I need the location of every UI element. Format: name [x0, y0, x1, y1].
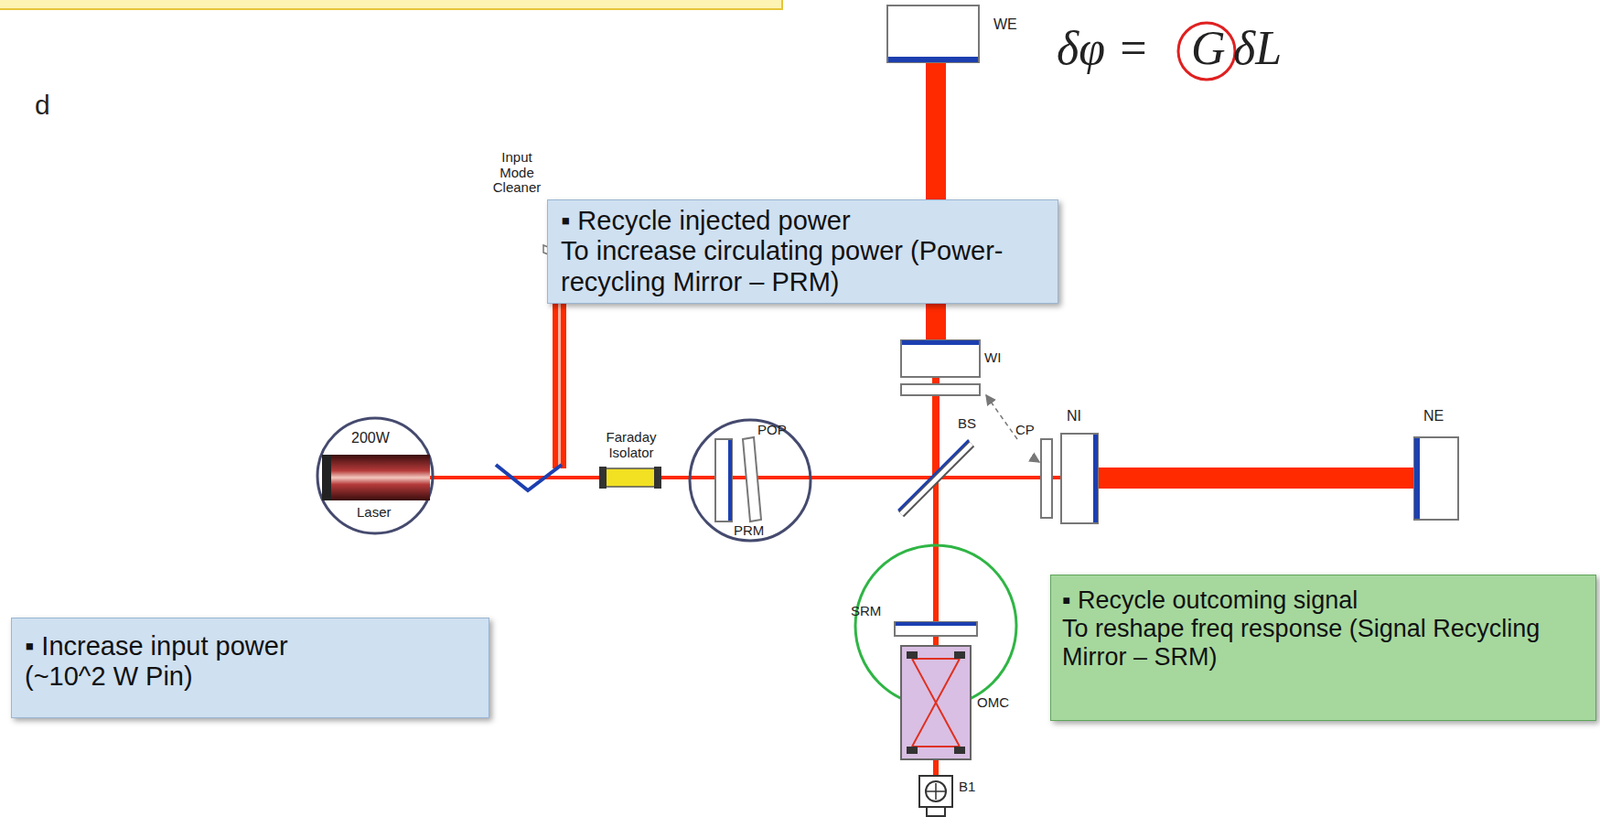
- part-label: NE: [1423, 408, 1444, 425]
- part-label: BS: [957, 416, 977, 432]
- laser-symbol: [322, 454, 332, 501]
- part-label: WE: [993, 16, 1018, 33]
- callout-box: ▪ Recycle outcoming signalTo reshape fre…: [1050, 574, 1597, 721]
- formula: δL: [1233, 21, 1282, 75]
- part-label: POP: [757, 422, 787, 439]
- prm-mirror: [715, 439, 732, 522]
- part-label: Faraday Isolator: [585, 429, 677, 461]
- steering-mirror: [495, 464, 562, 491]
- srm-mirror: [894, 622, 978, 636]
- formula: δφ =: [1056, 21, 1149, 75]
- mirror-coating: [902, 340, 979, 345]
- faraday-isolator: [603, 468, 657, 487]
- omc-mirror: [954, 746, 966, 754]
- highlight-circle: [317, 418, 433, 534]
- photodiode: [925, 783, 946, 800]
- omc-mirror: [954, 651, 966, 659]
- callout-body: To increase circulating power (Power-rec…: [560, 236, 1045, 298]
- leader-line: [1031, 457, 1040, 462]
- part-label: PRM: [733, 523, 764, 539]
- callout-heading: ▪ Recycle injected power: [560, 205, 1045, 237]
- part-label: NI: [1066, 408, 1082, 425]
- part-label: B1: [958, 779, 976, 795]
- cropped-text: d: [34, 89, 51, 120]
- input-mirror: [1061, 433, 1098, 524]
- input-mirror: [901, 340, 980, 377]
- part-label: Input Mode Cleaner: [484, 150, 549, 196]
- laser-symbol: [329, 454, 430, 501]
- end-mirror: [1414, 437, 1459, 520]
- callout-body: (~10^2 W Pin): [24, 661, 476, 692]
- mirror-coating: [728, 440, 732, 521]
- faraday-isolator: [599, 466, 607, 489]
- compensation-plate: [1041, 439, 1053, 518]
- part-label: OMC: [977, 695, 1010, 711]
- omc-beam-path: [912, 658, 960, 747]
- mirror-coating: [1414, 438, 1420, 519]
- callout-box: ▪ Recycle injected powerTo increase circ…: [547, 199, 1059, 304]
- note-band: [0, 0, 783, 10]
- callout-heading: ▪ Increase input power: [24, 631, 476, 662]
- part-label: WI: [984, 350, 1001, 366]
- photodiode: [925, 781, 946, 802]
- mirror-coating: [888, 56, 978, 63]
- callout-box: ▪ Increase input power(~10^2 W Pin): [10, 617, 490, 719]
- part-label: 200W: [351, 429, 390, 447]
- mirror-coating: [898, 440, 969, 511]
- part-label: CP: [1015, 422, 1035, 439]
- omc-mirror: [906, 746, 918, 754]
- leader-line: [986, 395, 1018, 440]
- callout-heading: ▪ Recycle outcoming signal: [1062, 586, 1585, 615]
- part-label: SRM: [850, 603, 881, 620]
- output-mode-cleaner: [901, 645, 971, 760]
- photodiode: [926, 806, 945, 817]
- mirror-coating: [1093, 434, 1098, 523]
- highlight-circle: [1178, 22, 1235, 80]
- omc-mirror: [906, 651, 918, 659]
- end-mirror: [887, 5, 979, 63]
- callout-body: To reshape freq response (Signal Recycli…: [1062, 614, 1585, 672]
- part-label: Laser: [356, 504, 392, 521]
- mirror-coating: [895, 622, 977, 626]
- formula: G: [1191, 21, 1226, 75]
- beam-splitter: [901, 443, 972, 515]
- faraday-isolator: [654, 466, 662, 489]
- pickoff-plate: [742, 437, 762, 522]
- arm-beam: [1097, 467, 1415, 489]
- beam-splitter: [901, 443, 972, 515]
- photodiode: [919, 775, 953, 807]
- highlight-circle: [689, 419, 811, 541]
- compensation-plate: [901, 384, 980, 396]
